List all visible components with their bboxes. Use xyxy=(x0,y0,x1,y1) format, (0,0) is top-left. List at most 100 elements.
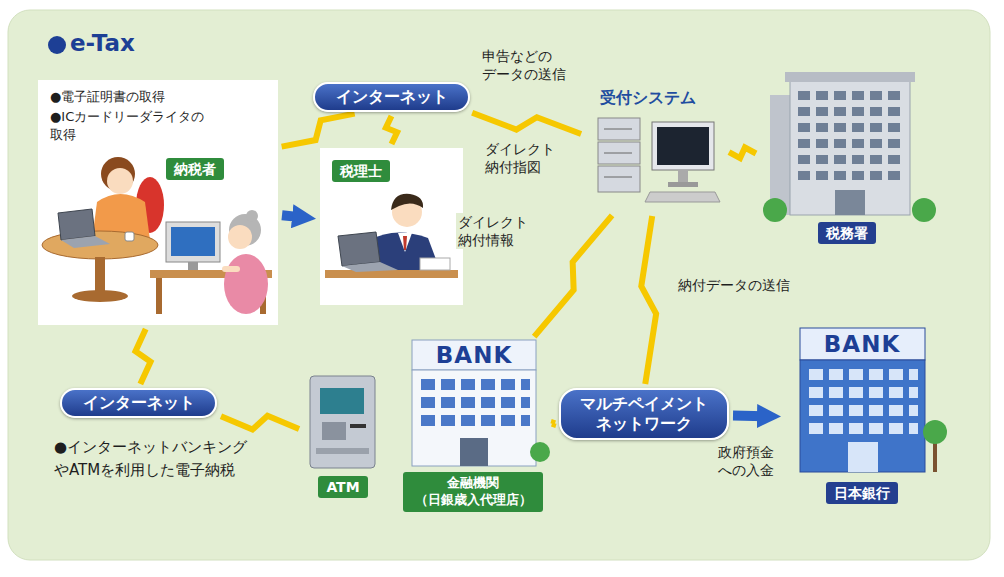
note-text: ●インターネットバンキング やATMを利用した電子納税 xyxy=(52,436,271,481)
taxpayer-illustration xyxy=(42,231,158,259)
pill-text: インターネット xyxy=(336,87,448,107)
taxpayer-illustration xyxy=(224,254,268,314)
accountant-illustration xyxy=(338,232,380,266)
lightning-connector xyxy=(472,113,581,134)
reception-system-illustration xyxy=(645,192,720,202)
reception-system: 受付システム xyxy=(585,85,725,212)
badge-label: 金融機関 （日銀歳入代理店） xyxy=(403,472,543,512)
lightning-connector xyxy=(282,114,355,147)
edge-label: ダイレクト 納付情報 xyxy=(456,213,540,249)
accountant-illustration xyxy=(325,270,458,278)
accountant-illustration xyxy=(325,194,458,278)
lightning-connector xyxy=(641,216,656,384)
taxpayer-illustration xyxy=(125,232,134,241)
pill-text: インターネット xyxy=(83,393,195,413)
network-pill: インターネット xyxy=(60,388,217,418)
title-dot xyxy=(48,36,66,54)
flow-arrow xyxy=(282,215,300,217)
taxpayer-illustration xyxy=(72,290,128,302)
taxpayer-illustration xyxy=(42,157,272,314)
accountant-illustration xyxy=(398,233,412,252)
accountant-illustration xyxy=(342,262,398,272)
badge-label: 税務署 xyxy=(818,222,876,244)
taxpayer-illustration xyxy=(107,168,133,194)
bank-of-japan-building xyxy=(923,420,947,444)
bank-of-japan-building xyxy=(800,328,925,360)
bank-of-japan-building xyxy=(800,360,925,472)
atm-node: ATM xyxy=(303,368,383,504)
bank-of-japan-building xyxy=(933,440,937,472)
badge-label: 納税者 xyxy=(166,158,224,180)
accountant-illustration xyxy=(403,236,407,250)
lightning-connector xyxy=(386,116,397,144)
reception-system-illustration xyxy=(604,177,632,178)
tax-office-building xyxy=(912,198,936,222)
tax-office-building xyxy=(770,95,792,215)
tax-office-building xyxy=(795,88,905,184)
tax-office: 税務署 xyxy=(760,62,935,254)
reception-system-illustration xyxy=(604,153,632,154)
accountant-panel: 税理士 xyxy=(320,148,463,305)
edge-label: 納付データの送信 xyxy=(676,276,792,294)
taxpayer-illustration xyxy=(228,225,252,249)
accountant-illustration xyxy=(420,258,450,270)
taxpayer-panel-ground xyxy=(38,80,278,325)
network-pill: インターネット xyxy=(313,82,470,112)
reception-system-illustration xyxy=(598,142,640,164)
atm-machine xyxy=(316,448,369,454)
ground-panel xyxy=(8,10,990,560)
accountant-panel-ground xyxy=(320,148,463,305)
pill-text: マルチペイメント ネットワーク xyxy=(574,394,714,434)
reception-system-illustration xyxy=(668,182,698,187)
taxpayer-illustration xyxy=(156,278,162,314)
taxpayer-illustration xyxy=(171,227,215,256)
lightning-connector xyxy=(221,416,299,430)
badge-label: 税理士 xyxy=(332,160,390,182)
bank-node: 金融機関 （日銀歳入代理店） xyxy=(398,340,548,524)
taxpayer-illustration xyxy=(58,209,95,240)
bank-building xyxy=(418,376,530,432)
edge-label: 申告などの データの送信 xyxy=(480,47,584,83)
tax-office-building xyxy=(763,198,787,222)
diagram-title: e-Tax xyxy=(70,31,135,56)
lightning-connector xyxy=(534,215,612,336)
tax-office-building xyxy=(835,190,865,215)
badge-label: ATM xyxy=(318,476,367,498)
bank-of-japan-building xyxy=(806,366,918,438)
edge-label: 政府預金 への入金 xyxy=(716,443,788,479)
taxpayer-illustration xyxy=(246,210,258,222)
flow-arrow xyxy=(733,411,765,422)
bank-building xyxy=(530,442,550,462)
reception-system-illustration xyxy=(678,170,688,182)
bank-building xyxy=(460,438,488,466)
reception-system-illustration xyxy=(657,127,709,165)
tax-office-building xyxy=(763,72,936,222)
taxpayer-illustration xyxy=(95,257,105,295)
lightning-connector xyxy=(729,148,756,159)
system-label: 受付システム xyxy=(600,88,696,109)
accountant-illustration xyxy=(391,194,423,210)
taxpayer-illustration xyxy=(61,236,110,248)
taxpayer-panel: ●電子証明書の取得 ●ICカードリーダライタの 取得納税者 xyxy=(38,80,278,325)
bank-of-japan-building xyxy=(848,442,878,472)
taxpayer-illustration xyxy=(188,262,198,270)
bank-of-japan-building xyxy=(800,328,947,472)
taxpayer-illustration xyxy=(166,222,220,262)
bank-building xyxy=(412,340,550,466)
bank-sign: BANK xyxy=(434,344,514,367)
bullet-text: ●ICカードリーダライタの 取得 xyxy=(50,108,225,143)
bank-sign: BANK xyxy=(822,333,902,356)
network-pill: マルチペイメント ネットワーク xyxy=(559,388,729,440)
badge-label: 日本銀行 xyxy=(826,482,898,504)
atm-machine xyxy=(310,376,375,468)
atm-machine xyxy=(320,388,364,414)
bullet-text: ●電子証明書の取得 xyxy=(50,88,165,106)
bank-building xyxy=(412,340,536,370)
taxpayer-illustration xyxy=(222,266,240,272)
lightning-connector xyxy=(552,423,555,424)
reception-system-illustration xyxy=(604,129,632,130)
atm-machine xyxy=(322,422,346,440)
atm-machine xyxy=(310,376,375,468)
reception-system-illustration xyxy=(652,122,714,170)
